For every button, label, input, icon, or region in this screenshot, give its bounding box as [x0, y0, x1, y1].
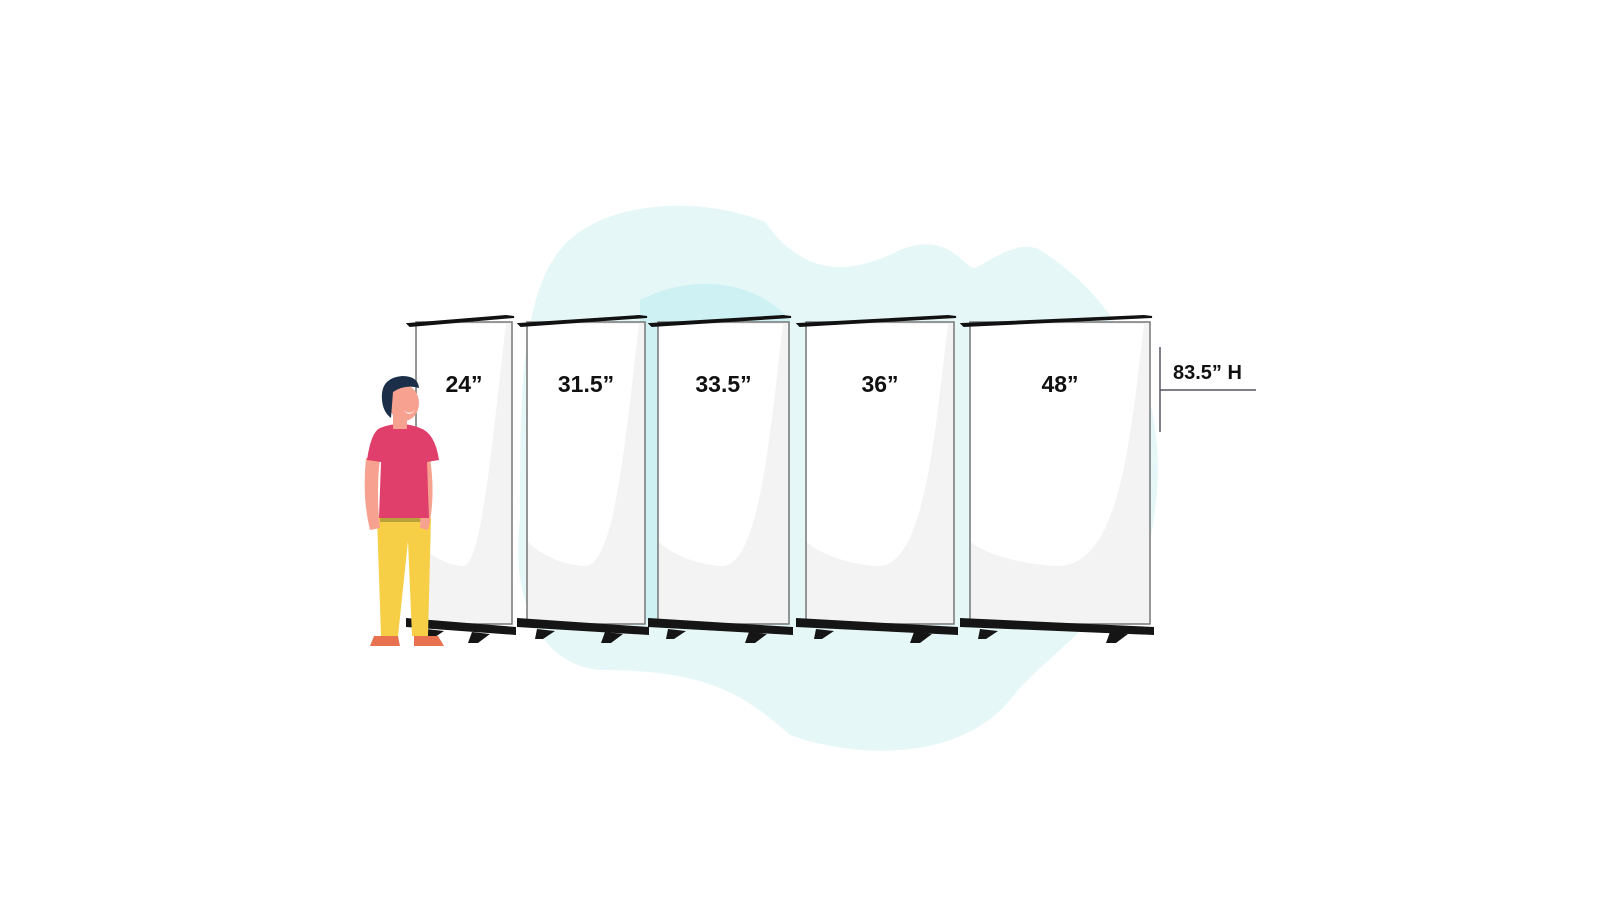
roll-up-banner: 33.5”: [647, 314, 793, 643]
person-shoes: [370, 636, 444, 646]
banner-top-bar: [647, 314, 792, 328]
person-left-arm: [364, 458, 380, 530]
person-figure: [364, 376, 444, 646]
banner-highlight: [417, 324, 506, 566]
person-smile: [404, 410, 415, 414]
banner-width-label: 24”: [445, 371, 482, 397]
height-label: 83.5” H: [1173, 362, 1242, 384]
banner-width-label: 36”: [861, 371, 898, 397]
banner-base: [406, 618, 516, 635]
roll-up-banner: 24”: [405, 314, 516, 643]
person-pants: [377, 518, 431, 636]
banner-base: [517, 618, 649, 635]
banner-highlight: [807, 324, 948, 566]
banner-base: [960, 618, 1154, 635]
roll-up-banner: 31.5”: [516, 314, 649, 643]
banner-top-bar: [405, 314, 515, 328]
roll-up-banner: 36”: [795, 314, 958, 643]
banner-width-label: 33.5”: [695, 371, 751, 397]
banner-width-label: 31.5”: [558, 371, 614, 397]
banner-highlight: [528, 324, 639, 566]
banner-feet: [978, 629, 1128, 643]
person-shirt: [367, 424, 439, 518]
banner-feet: [666, 629, 767, 643]
banner-top-bar: [795, 314, 957, 328]
banner-feet: [535, 629, 623, 643]
banner-highlight: [659, 324, 783, 566]
person-hair: [381, 376, 419, 418]
person-head: [389, 385, 419, 421]
banner-base: [648, 618, 793, 635]
banner-top-bar: [516, 314, 648, 328]
banner-highlight: [971, 324, 1144, 566]
banner-base: [796, 618, 958, 635]
banner-top-bar: [959, 314, 1153, 328]
roll-up-banner: 48”: [959, 314, 1154, 643]
banner-feet: [814, 629, 932, 643]
banner-feet: [424, 629, 490, 643]
banner-width-label: 48”: [1041, 371, 1078, 397]
